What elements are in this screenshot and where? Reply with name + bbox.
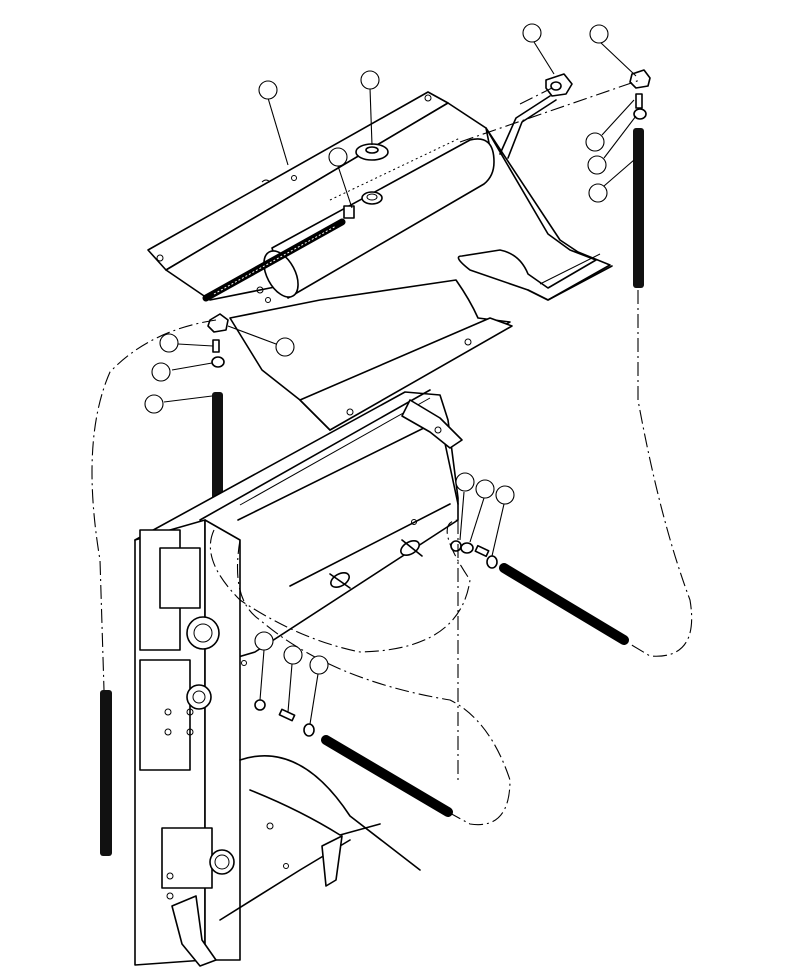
callout-c8: [588, 183, 608, 203]
callout-c13: [455, 472, 475, 492]
callout-c5: [589, 24, 609, 44]
cylinder-tank: [256, 137, 495, 303]
callout-c18: [309, 655, 329, 675]
callout-c15: [495, 485, 515, 505]
callout-c9: [275, 337, 295, 357]
callout-c2: [360, 70, 380, 90]
cover-tie-rod: [202, 205, 355, 302]
callout-c4: [522, 23, 542, 43]
callout-c10: [159, 333, 179, 353]
callout-c17: [283, 645, 303, 665]
callout-c7: [587, 155, 607, 175]
callout-c1: [258, 80, 278, 100]
callout-c12: [144, 394, 164, 414]
right-vertical-rod-assembly: [629, 69, 651, 288]
elbow-fitting: [499, 73, 573, 159]
lower-mid-rod-assembly: [254, 699, 453, 817]
callout-c6: [585, 132, 605, 152]
top-cover-plate: [147, 91, 491, 301]
callout-leaders: [163, 41, 637, 725]
callout-c3: [328, 147, 348, 167]
callout-c16: [254, 631, 274, 651]
radiator-frame: [134, 389, 463, 967]
callout-c11: [151, 362, 171, 382]
side-shroud-panel: [457, 127, 613, 301]
frame-side-connectors: [241, 519, 423, 869]
callout-c14: [475, 479, 495, 499]
mid-right-rod-assembly: [450, 540, 629, 645]
lower-left-rod: [100, 690, 112, 856]
assembly-path-lines: [91, 79, 693, 826]
lower-shroud-panel: [229, 279, 513, 431]
